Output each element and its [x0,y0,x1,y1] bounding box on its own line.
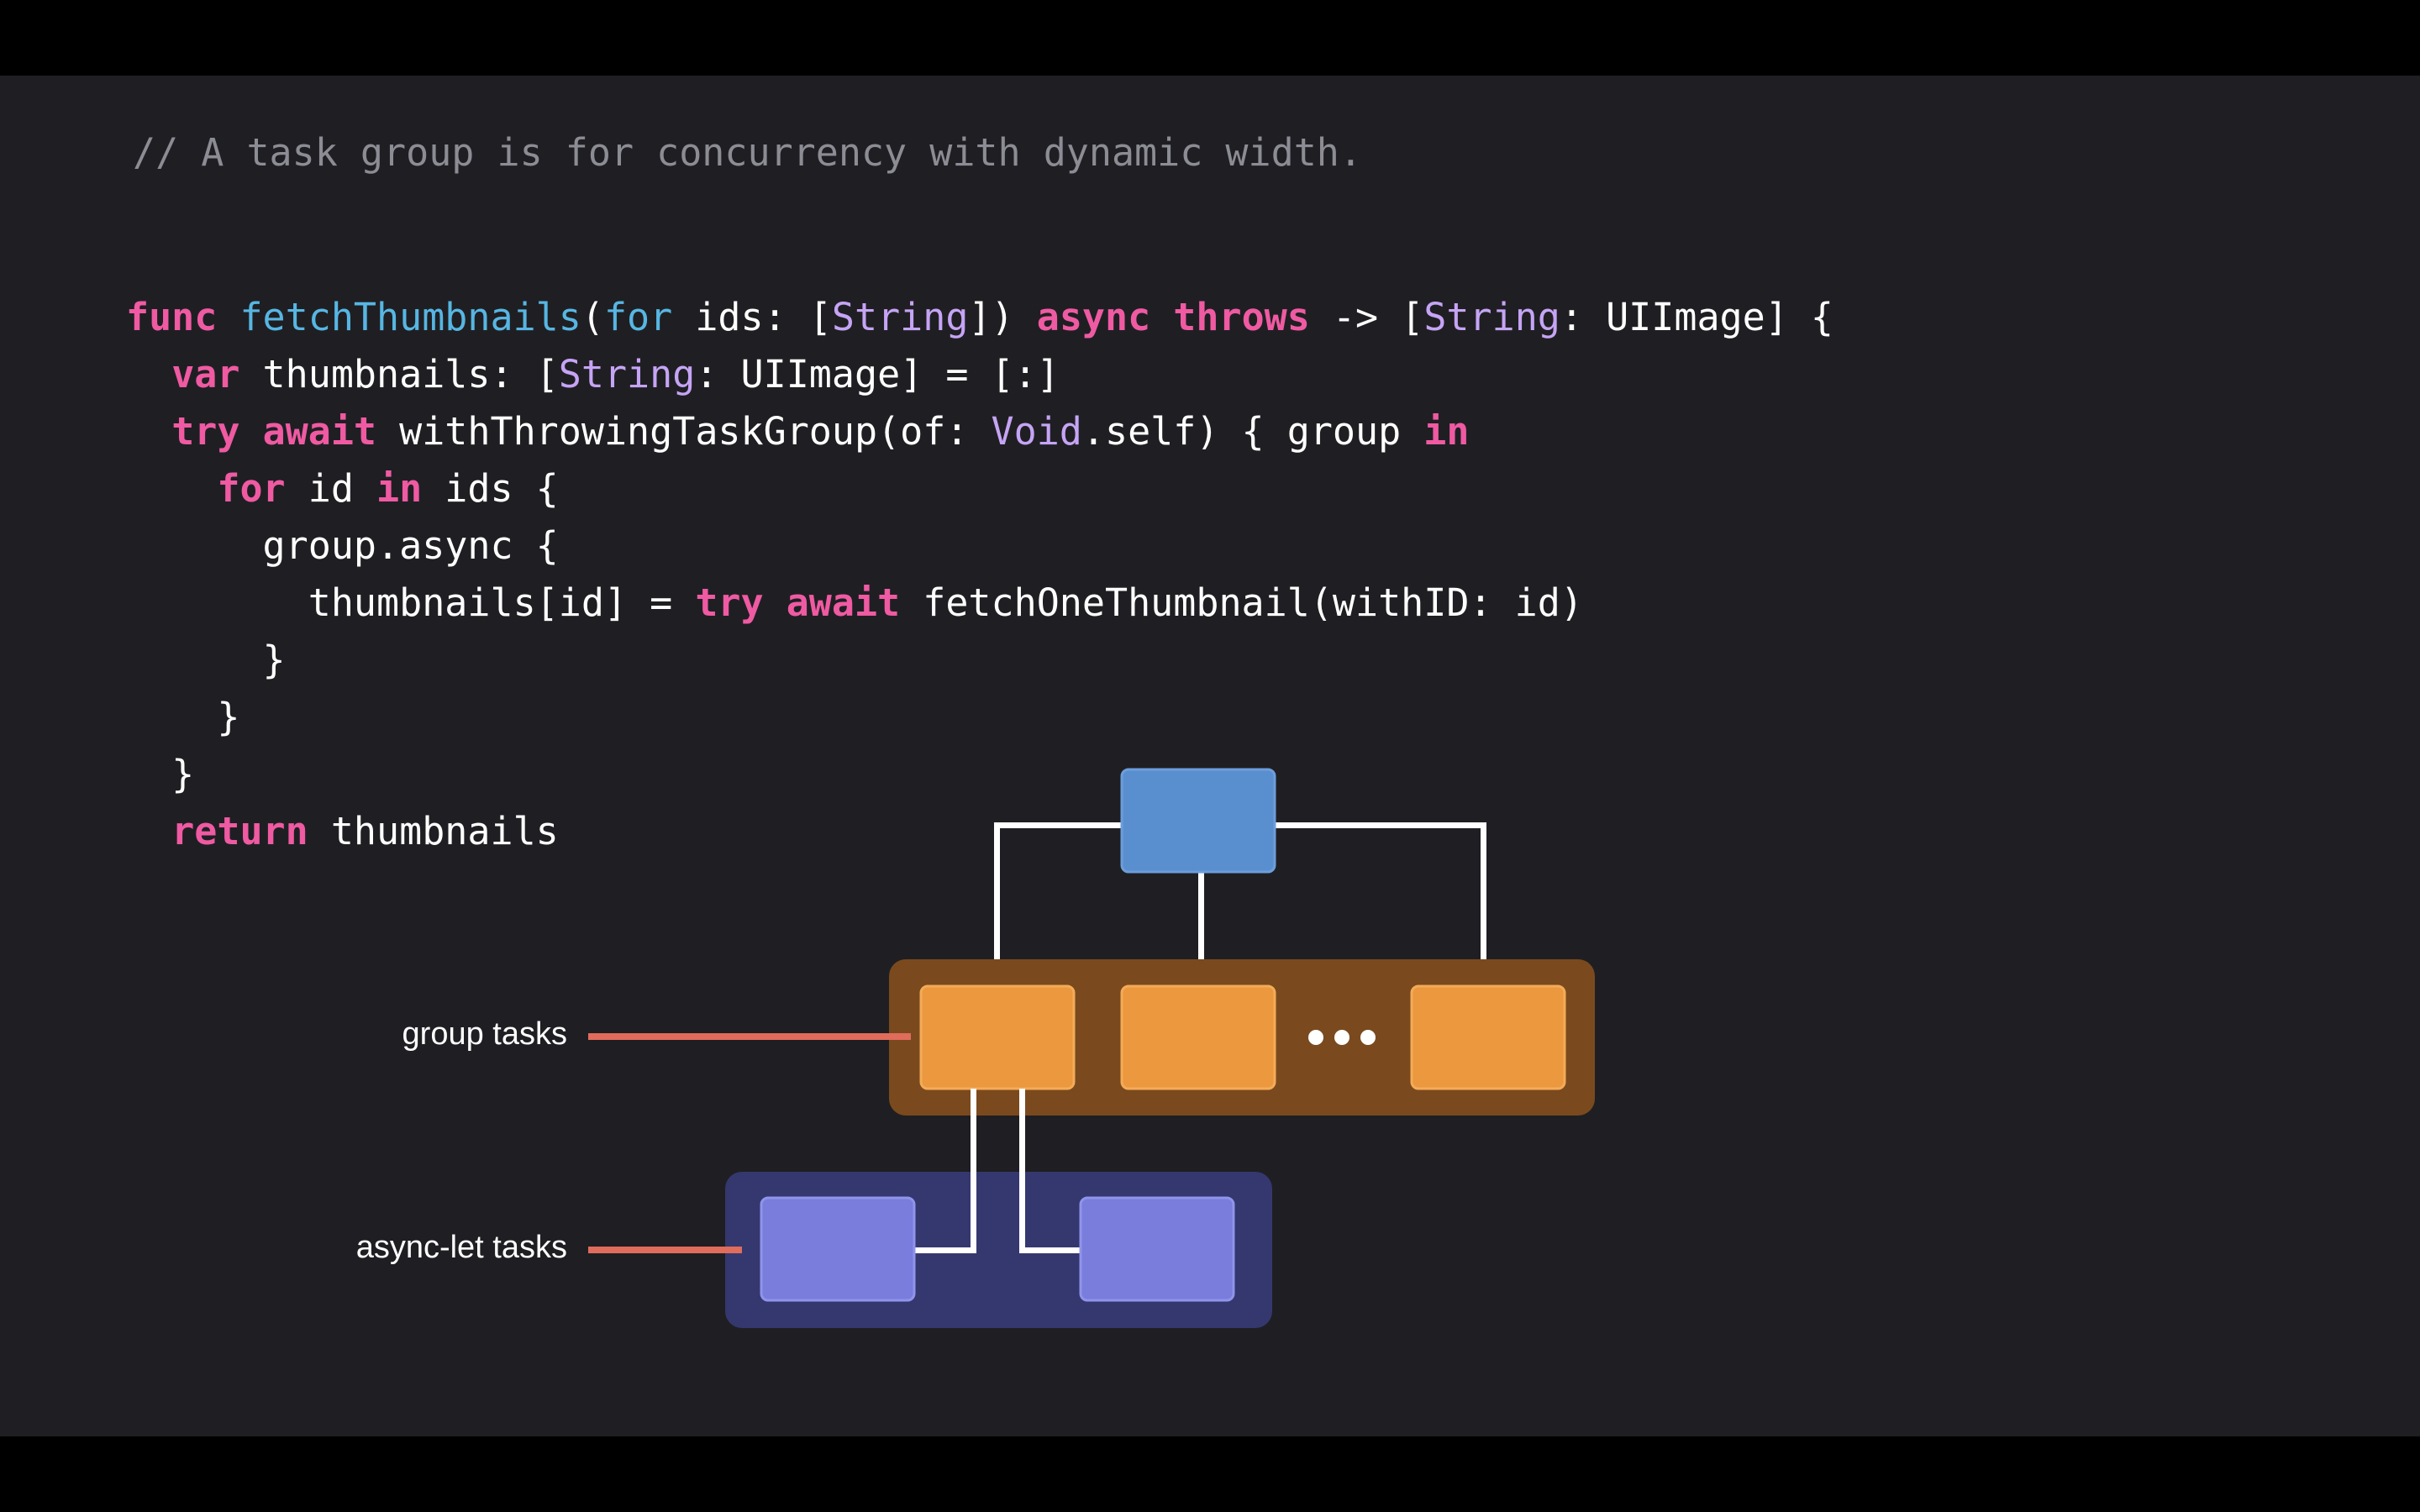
code-token: try [695,580,764,625]
code-token: await [262,409,377,454]
connector-async-left-horizontal [913,1247,976,1253]
code-token: var [171,352,240,396]
code-token: id [285,466,377,511]
code-token: fetchThumbnails [239,295,581,339]
code-token: ids { [422,466,559,511]
code-token: : UIImage] = [:] [695,352,1060,396]
async-let-connectors [913,1089,1083,1253]
code-line: } [126,689,1833,746]
connector-async-right-drop [1019,1089,1025,1253]
code-token: in [376,466,423,511]
code-token: ( [581,295,604,339]
code-token: throws [1173,295,1310,339]
code-token: try [171,409,240,454]
code-line: func fetchThumbnails(for ids: [String]) … [126,289,1833,346]
code-token: ids: [ [672,295,832,339]
code-token: } [126,638,286,682]
code-token: func [126,295,218,339]
async-let-pointer-line [588,1247,742,1253]
code-token: fetchOneThumbnail(withID: id) [900,580,1583,625]
code-token: Void [991,409,1082,454]
code-token: String [558,352,696,396]
group-task-box [1410,984,1566,1090]
code-block: func fetchThumbnails(for ids: [String]) … [126,289,1833,860]
code-token: ]) [968,295,1037,339]
code-token: thumbnails[id] = [126,580,696,625]
ellipsis-dot [1334,1030,1349,1045]
code-token: String [831,295,969,339]
code-line: for id in ids { [126,460,1833,517]
code-token: return [171,809,308,853]
code-token: for [603,295,673,339]
code-token: withThrowingTaskGroup(of: [376,409,992,454]
code-token: String [1423,295,1560,339]
code-token: group.async { [126,523,559,568]
code-token: -> [ [1309,295,1424,339]
parent-task-box [1120,768,1276,874]
connector-center-drop [1198,865,1204,987]
code-token: async [1036,295,1151,339]
code-line: var thumbnails: [String: UIImage] = [:] [126,346,1833,403]
group-task-box [1120,984,1276,1090]
code-token: in [1423,409,1470,454]
code-line: thumbnails[id] = try await fetchOneThumb… [126,575,1833,632]
ellipsis-dot [1360,1030,1376,1045]
code-line: try await withThrowingTaskGroup(of: Void… [126,403,1833,460]
group-tasks-label: group tasks [402,1016,567,1052]
code-line: return thumbnails [126,803,1833,860]
code-token: thumbnails: [ [239,352,559,396]
code-token: await [786,580,901,625]
connector-left-drop [994,822,1000,987]
code-token: } [126,695,240,739]
async-let-task-box [760,1196,916,1302]
async-let-tasks-label: async-let tasks [356,1230,567,1265]
code-token: .self) { group [1081,409,1424,454]
code-token: : UIImage] { [1560,295,1833,339]
async-let-task-box [1079,1196,1235,1302]
ellipsis-dots [1308,1030,1376,1045]
code-line: group.async { [126,517,1833,575]
code-comment: // A task group is for concurrency with … [133,130,1362,175]
group-task-box [919,984,1076,1090]
group-tasks-pointer-line [588,1033,911,1040]
connector-async-left-drop [971,1089,976,1253]
code-token: } [126,752,195,796]
code-token: for [217,466,286,511]
ellipsis-dot [1308,1030,1323,1045]
connector-async-right-horizontal [1019,1247,1083,1253]
code-line: } [126,632,1833,689]
code-token: thumbnails [308,809,559,853]
code-line: } [126,746,1833,803]
connector-right-drop [1481,822,1486,987]
